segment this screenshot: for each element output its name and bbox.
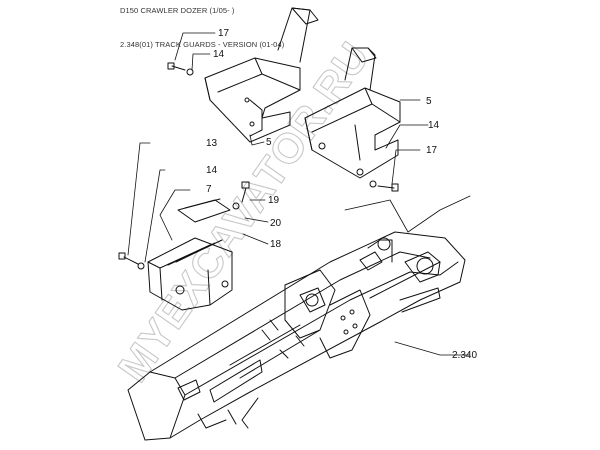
bolt-19 — [232, 181, 250, 210]
callout-19: 19 — [268, 195, 280, 206]
track-frame-assembly — [127, 231, 466, 441]
track-guard-lower — [147, 198, 233, 311]
diagram-subtitle: 2.348(01) TRACK GUARDS - VERSION (01-04) — [120, 40, 285, 49]
bolt-17-right — [369, 180, 399, 192]
callout-20: 20 — [270, 218, 282, 229]
callout-ref-2340: 2.340 — [452, 350, 477, 361]
leader-lines — [127, 32, 471, 356]
bolt-17-upper — [167, 62, 194, 76]
callout-5-right: 5 — [426, 96, 432, 107]
callout-7: 7 — [206, 184, 212, 195]
callout-13: 13 — [206, 138, 218, 149]
callout-14-lower: 14 — [206, 165, 218, 176]
track-guard-upper-left — [204, 7, 319, 143]
watermark-text: MYEXCAVATOR.RU — [109, 33, 379, 390]
callout-14-upper: 14 — [213, 49, 225, 60]
track-guard-upper-right — [304, 47, 401, 179]
callout-17-right: 17 — [426, 145, 438, 156]
callout-14-right: 14 — [428, 120, 440, 131]
callout-18: 18 — [270, 239, 282, 250]
bolt-13 — [118, 252, 145, 270]
diagram-title: D150 CRAWLER DOZER (1/05- ) — [120, 6, 235, 15]
callout-5-left: 5 — [266, 137, 272, 148]
callout-17-upper: 17 — [218, 28, 230, 39]
